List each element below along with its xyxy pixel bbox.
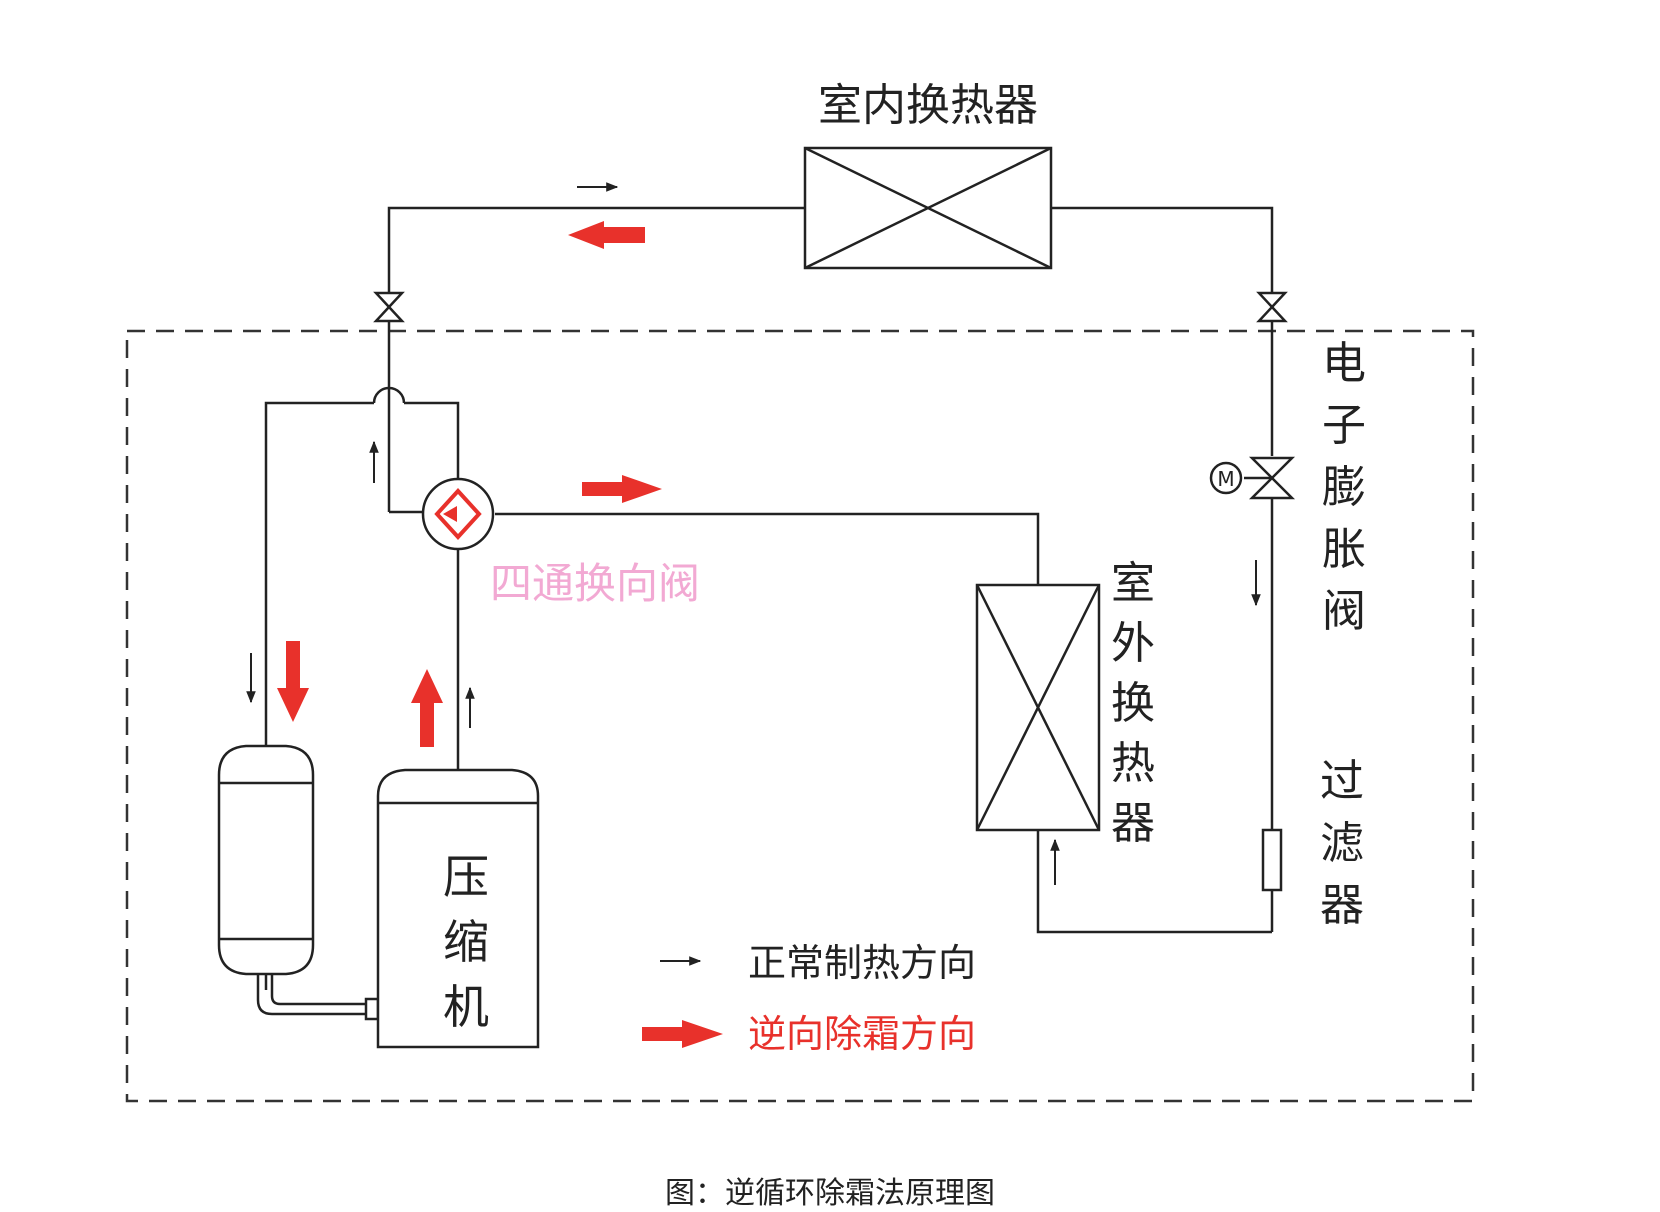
indoor-heat-exchanger: [803, 146, 1053, 270]
filter: [1261, 828, 1283, 892]
svg-text:机: 机: [443, 980, 489, 1034]
four-way-valve-label: 四通换向阀: [490, 559, 700, 608]
svg-text:过: 过: [1320, 756, 1364, 807]
service-valve-right: [1256, 291, 1288, 323]
refrigerant-piping: [264, 206, 1274, 934]
service-valve-left: [373, 291, 405, 323]
svg-text:滤: 滤: [1320, 818, 1364, 869]
figure-caption: 图：逆循环除霜法原理图: [665, 1176, 995, 1211]
indoor-hx-label: 室内换热器: [818, 80, 1038, 131]
compressor-label: 压 缩 机: [443, 850, 489, 1034]
svg-text:电: 电: [1322, 338, 1366, 389]
suction-tube: [256, 974, 380, 1021]
outdoor-hx-label: 室 外 换 热 器: [1111, 558, 1155, 849]
svg-text:器: 器: [1111, 798, 1155, 849]
svg-text:缩: 缩: [443, 915, 489, 969]
svg-text:压: 压: [443, 850, 489, 904]
eev-label: 电 子 膨 胀 阀: [1322, 338, 1366, 637]
svg-text:阀: 阀: [1322, 586, 1366, 637]
compressor: [376, 768, 540, 1049]
electronic-expansion-valve: [1209, 456, 1296, 500]
four-way-valve: [421, 477, 495, 551]
svg-text:换: 换: [1111, 678, 1155, 729]
motor-label: M: [1217, 467, 1234, 491]
legend-reverse-text: 逆向除霜方向: [748, 1012, 976, 1056]
red-arrow-suction-down: [277, 641, 309, 722]
svg-text:胀: 胀: [1322, 524, 1366, 575]
normal-flow-arrows: [246, 182, 1261, 966]
motor-symbol: [1209, 461, 1243, 495]
legend-reverse-arrow: [642, 1020, 723, 1048]
accumulator: [217, 744, 315, 990]
svg-text:膨: 膨: [1322, 462, 1366, 513]
red-arrow-indoor-left: [568, 221, 645, 249]
svg-text:子: 子: [1322, 400, 1366, 451]
outdoor-unit-boundary: [125, 329, 1475, 1103]
reverse-flow-arrows: [277, 221, 723, 1048]
legend-normal-text: 正常制热方向: [748, 941, 976, 985]
red-arrow-discharge-up: [411, 669, 443, 747]
svg-text:热: 热: [1111, 738, 1155, 789]
outdoor-heat-exchanger: [975, 583, 1101, 832]
svg-text:外: 外: [1111, 618, 1155, 669]
svg-text:室: 室: [1111, 558, 1155, 609]
red-arrow-outdoor-right: [582, 475, 662, 503]
svg-text:器: 器: [1320, 880, 1364, 931]
filter-label: 过 滤 器: [1320, 756, 1364, 931]
